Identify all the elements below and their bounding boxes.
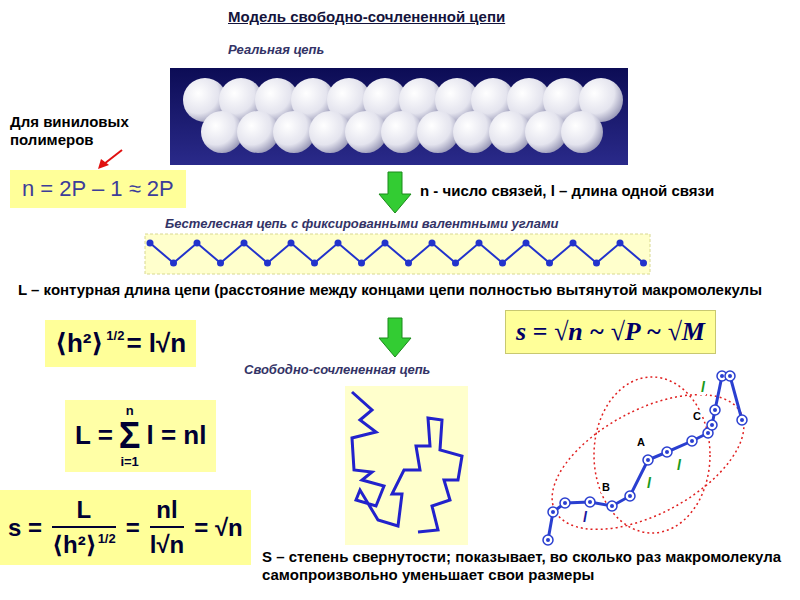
formula-text: l = nl [146, 420, 206, 451]
segment-length: l [700, 380, 706, 395]
note-text: L – контурная длина цепи (расстояние меж… [18, 281, 793, 299]
sum-limit: i=1 [120, 455, 138, 468]
zigzag-chain [145, 234, 650, 274]
segment-length: l [582, 510, 588, 525]
fraction: L ⟨h²⟩1/2 [52, 496, 116, 559]
point-letter: C [692, 410, 702, 422]
note-text: Для виниловых полимеров [10, 113, 170, 149]
denominator: ⟨h²⟩1/2 [52, 528, 116, 559]
formula-text: n = 2P – 1 ≈ 2P [22, 176, 174, 202]
formula-text: ⟨h²⟩ [55, 328, 103, 359]
point-letter: B [601, 481, 611, 493]
formula-text: = √n [194, 514, 243, 542]
formula-box: s = √n ~ √P ~ √M [505, 310, 716, 354]
segment-length: l [676, 458, 682, 473]
formula-box: s = L ⟨h²⟩1/2 = nl l√n = √n [0, 490, 251, 565]
numerator: L [52, 496, 116, 528]
formula-text: nl [156, 496, 177, 523]
numerator: nl [150, 496, 185, 528]
caption-label: Свободно-сочлененная цепь [244, 362, 430, 378]
pointer-arrow [98, 150, 122, 169]
segment-length: l [646, 476, 652, 491]
note-text: n - число связей, l – длина одной связи [420, 182, 795, 200]
sum-operator: nΣi=1 [119, 404, 141, 468]
exponent: 1/2 [98, 531, 116, 546]
caption-label: Бестелесная цепь с фиксированными валент… [165, 216, 559, 232]
real-chain-picture [170, 68, 628, 165]
point-letter: A [636, 436, 646, 448]
formula-text: ⟨h²⟩ [52, 531, 97, 559]
note-text: S – степень свернутости; показывает, во … [262, 548, 795, 584]
denominator: l√n [150, 528, 185, 559]
caption-label: Реальная цепь [228, 42, 324, 58]
down-arrow [379, 318, 411, 357]
down-arrow [379, 172, 411, 213]
formula-box: L =nΣi=1l = nl [65, 400, 216, 472]
sum-limit: n [126, 404, 134, 417]
formula-text: L = [75, 420, 113, 451]
slide-title: Модель свободно-сочлененной цепи [228, 8, 505, 25]
fraction: nl l√n [150, 496, 185, 559]
random-coil-picture [345, 386, 468, 545]
formula-text: = [126, 514, 140, 542]
formula-text: l√n [150, 531, 185, 559]
formula-box: n = 2P – 1 ≈ 2P [10, 170, 186, 208]
exponent: 1/2 [106, 328, 124, 343]
sum-sign: Σ [119, 417, 141, 455]
formula-text: s = [8, 514, 42, 542]
formula-text: L [77, 496, 92, 523]
chain-segments-figure [531, 367, 765, 557]
formula-text: s = √n ~ √P ~ √M [516, 317, 705, 347]
formula-text: = l√n [126, 328, 186, 359]
formula-box: ⟨h²⟩1/2= l√n [45, 320, 196, 367]
